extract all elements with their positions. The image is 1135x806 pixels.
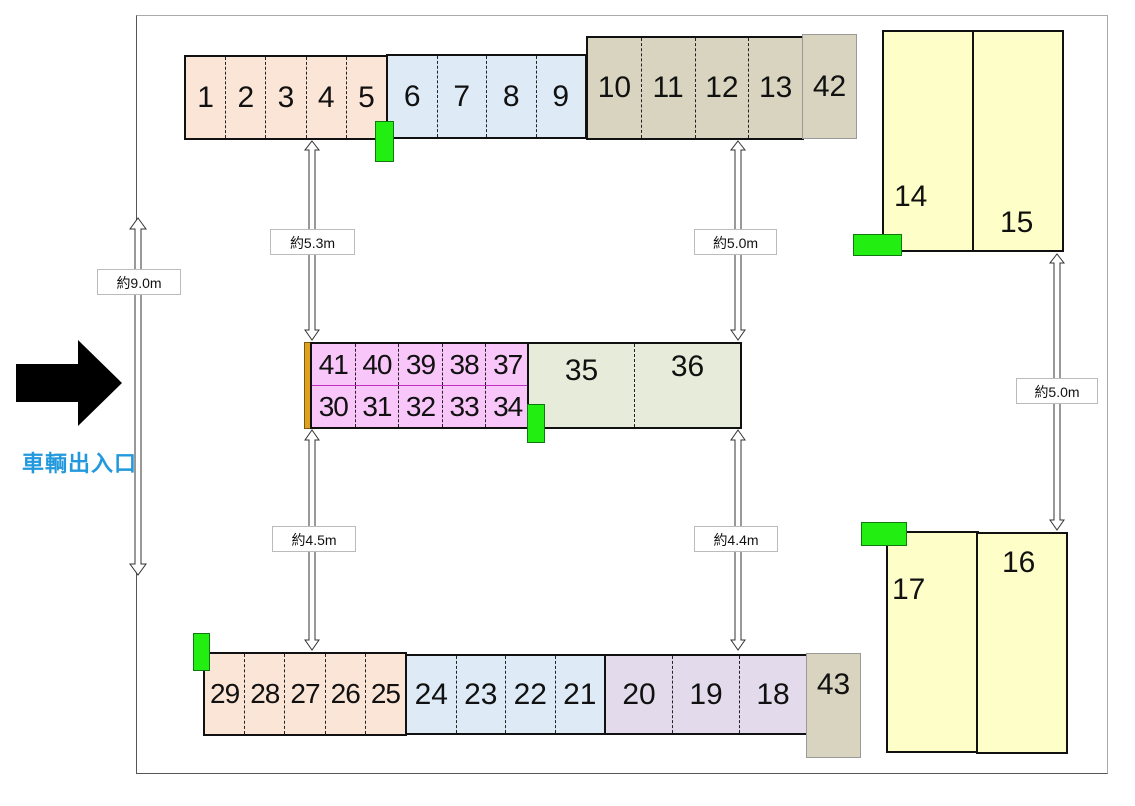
distance-label-top-left: 約5.3m: [270, 229, 355, 255]
parking-space: 12: [696, 38, 750, 138]
parking-space: 13: [758, 71, 793, 104]
parking-space: 19: [673, 656, 740, 733]
large-space-15: 15: [972, 30, 1064, 252]
parking-space: 24: [407, 656, 457, 733]
parking-space: 18: [756, 677, 790, 711]
parking-space: 1: [186, 57, 227, 138]
parking-space: 4: [307, 57, 347, 138]
middle-upper-row: 41 40 39 38 37: [312, 344, 529, 386]
parking-space: 40: [356, 344, 400, 385]
parking-space: 38: [443, 344, 487, 385]
distance-label-right: 約5.0m: [1016, 378, 1098, 404]
parking-space: 41: [312, 344, 356, 385]
parking-space: 28: [245, 654, 286, 734]
parking-space-extra-bottom: 43: [806, 653, 861, 758]
bottom-row-blue-block: 24 23 22 21: [405, 654, 606, 735]
parking-space: 20: [606, 656, 673, 733]
parking-space: 22: [506, 656, 556, 733]
space-number: 14: [894, 180, 928, 213]
entrance-arrow-icon: [16, 340, 122, 426]
parking-space: 23: [457, 656, 506, 733]
parking-space: 11: [642, 38, 696, 138]
large-space-14: 14: [882, 30, 975, 252]
distance-label-bottom-left: 約4.5m: [272, 526, 356, 552]
top-row-peach-block: 1 2 3 4 5: [184, 55, 388, 140]
parking-space: 36: [670, 350, 705, 383]
parking-space: 3: [266, 57, 307, 138]
large-space-16: 16: [976, 532, 1068, 754]
bottom-row-lavender-block: 20 19 18: [604, 654, 808, 735]
marker-green: [853, 234, 902, 256]
parking-space: 9: [552, 79, 570, 113]
parking-space: 30: [312, 386, 356, 427]
parking-space: 25: [370, 678, 401, 709]
parking-space: 29: [205, 654, 246, 734]
parking-space: 33: [443, 386, 487, 427]
parking-space: 32: [399, 386, 443, 427]
bottom-row-peach-block: 29 28 27 26 25: [203, 652, 407, 736]
parking-space-label: 42: [812, 69, 847, 103]
top-row-blue-block: 6 7 8 9: [386, 54, 587, 139]
distance-label-left: 約9.0m: [97, 269, 181, 295]
parking-space: 5: [358, 80, 375, 114]
parking-space: 21: [563, 677, 597, 711]
marker-green: [861, 522, 907, 546]
marker-green: [527, 404, 545, 443]
parking-space: 34: [493, 390, 523, 422]
middle-lower-row: 30 31 32 33 34: [312, 386, 529, 427]
parking-space: 7: [438, 56, 487, 137]
large-space-17: 17: [886, 531, 979, 753]
distance-label-bottom-right: 約4.4m: [694, 526, 778, 552]
parking-space: 8: [487, 56, 537, 137]
parking-space: 6: [388, 56, 438, 137]
parking-space: 31: [356, 386, 400, 427]
distance-label-top-right: 約5.0m: [694, 229, 777, 255]
parking-space: 35: [529, 344, 635, 427]
space-number: 15: [1000, 206, 1034, 239]
space-number: 17: [892, 573, 926, 606]
parking-space: 39: [399, 344, 443, 385]
parking-space-extra-top: 42: [802, 34, 857, 139]
space-number: 16: [1002, 546, 1036, 579]
parking-space: 10: [588, 38, 642, 138]
entrance-label: 車輌出入口: [22, 451, 138, 476]
marker-green: [193, 633, 210, 671]
middle-green-block: 35 36: [527, 342, 742, 429]
parking-space-label: 43: [816, 668, 851, 701]
marker-green: [375, 121, 394, 162]
parking-space: 2: [226, 57, 267, 138]
top-row-khaki-block: 10 11 12 13: [586, 36, 804, 140]
parking-space: 37: [493, 348, 523, 380]
parking-space: 27: [285, 654, 326, 734]
parking-space: 26: [326, 654, 366, 734]
middle-pink-block: 41 40 39 38 37 30 31 32 33 34: [310, 342, 529, 429]
